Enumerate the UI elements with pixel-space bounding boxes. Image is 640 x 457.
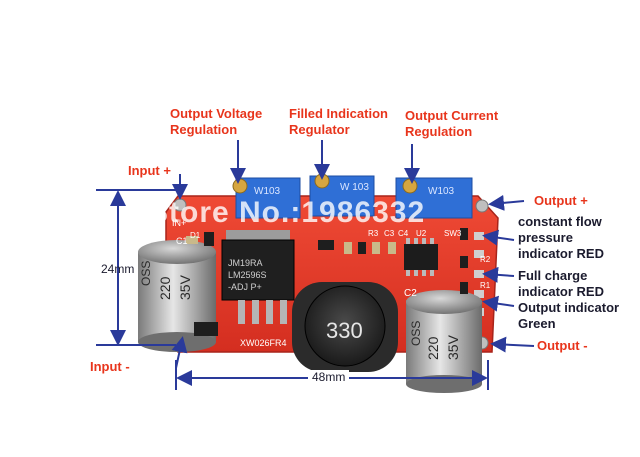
- svg-text:R1: R1: [480, 281, 491, 290]
- label-output-indicator: Output indicator Green: [518, 300, 620, 331]
- svg-text:C3: C3: [384, 229, 395, 238]
- svg-text:OSS: OSS: [139, 261, 153, 286]
- svg-text:35V: 35V: [445, 334, 461, 360]
- svg-text:220: 220: [425, 336, 441, 360]
- pot-output-voltage: W103: [232, 177, 301, 219]
- label-output-voltage: Output Voltage Regulation: [170, 106, 263, 137]
- svg-text:C1: C1: [176, 236, 188, 246]
- svg-text:35V: 35V: [177, 274, 193, 300]
- svg-text:-ADJ P+: -ADJ P+: [228, 282, 262, 292]
- ic-u2: [404, 238, 438, 276]
- label-filled-indication: Filled Indication Regulator: [289, 106, 388, 137]
- label-output-current: Output Current Regulation: [405, 108, 499, 139]
- svg-text:OSS: OSS: [409, 321, 423, 346]
- svg-text:W103: W103: [428, 186, 455, 197]
- svg-text:XW026FR4: XW026FR4: [240, 338, 287, 348]
- regulator-chip: JM19RA LM2596S -ADJ P+: [221, 230, 295, 324]
- callout-arrows: [171, 140, 535, 369]
- svg-text:R2: R2: [480, 255, 491, 264]
- label-input-plus: Input +: [128, 163, 171, 178]
- label-output-minus: Output -: [537, 338, 588, 353]
- svg-text:W103: W103: [254, 186, 281, 197]
- svg-text:220: 220: [157, 276, 173, 300]
- svg-text:LM2596S: LM2596S: [228, 270, 267, 280]
- svg-text:R3: R3: [368, 229, 379, 238]
- dimension-width: 48mm: [308, 370, 350, 384]
- svg-text:D1: D1: [190, 231, 201, 240]
- label-input-minus: Input -: [90, 359, 130, 374]
- svg-text:JM19RA: JM19RA: [228, 258, 263, 268]
- svg-text:C4: C4: [398, 229, 409, 238]
- label-full-charge: Full charge indicator RED: [518, 268, 604, 299]
- svg-text:SW3: SW3: [444, 229, 462, 238]
- svg-text:IN+: IN+: [172, 218, 186, 228]
- smd-components: [186, 228, 468, 336]
- svg-text:U2: U2: [416, 229, 427, 238]
- label-constant-flow: constant flow pressure indicator RED: [518, 214, 604, 261]
- svg-text:330: 330: [326, 318, 363, 343]
- inductor: 330: [292, 282, 398, 372]
- watermark: Store No.:1986332: [148, 196, 426, 229]
- svg-text:W 103: W 103: [340, 182, 369, 193]
- dimension-height: 24mm: [101, 262, 135, 276]
- pot-output-current: W103: [395, 177, 473, 219]
- svg-text:C2: C2: [404, 288, 417, 299]
- silkscreen: IN+ C1 D1 C2 U2 SW3 R3 C3 C4 R2 R1 XW026…: [172, 218, 491, 348]
- label-output-plus: Output +: [534, 193, 588, 208]
